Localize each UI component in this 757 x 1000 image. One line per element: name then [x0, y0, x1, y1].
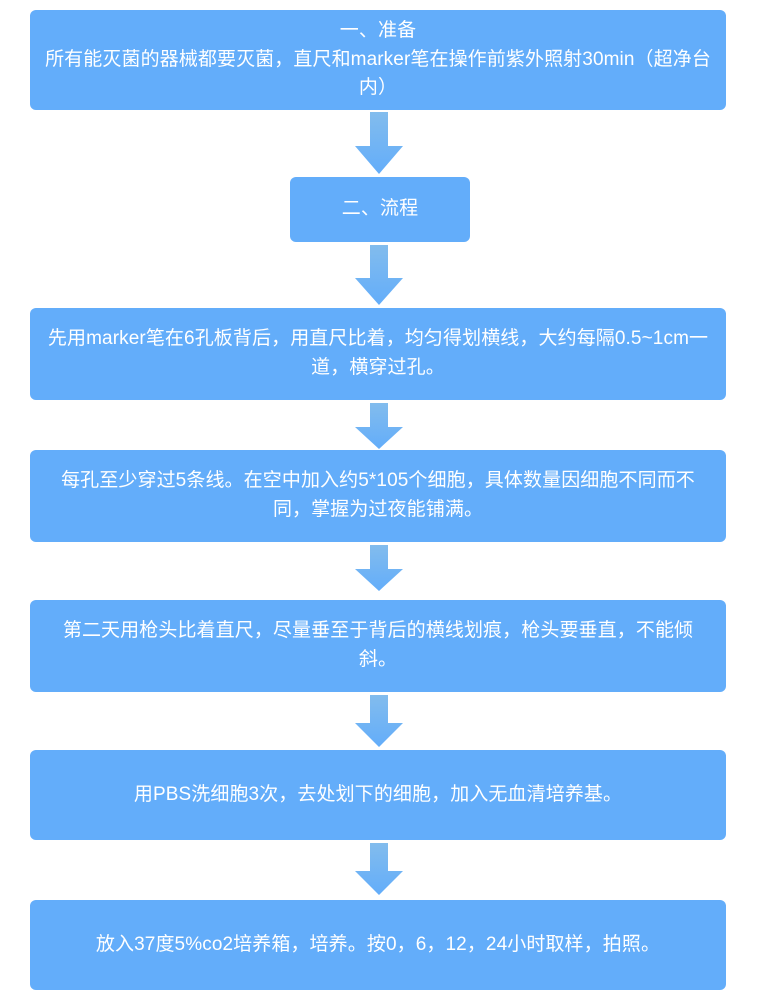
- node-preparation[interactable]: 一、准备 所有能灭菌的器械都要灭菌，直尺和marker笔在操作前紫外照射30mi…: [30, 10, 726, 110]
- node-process-header[interactable]: 二、流程: [290, 177, 470, 242]
- arrow-step-2-to-step-3: [355, 545, 403, 591]
- arrow-process-to-step-1: [355, 245, 403, 305]
- arrow-step-1-to-step-2: [355, 403, 403, 449]
- node-step-draw-lines[interactable]: 先用marker笔在6孔板背后，用直尺比着，均匀得划横线，大约每隔0.5~1cm…: [30, 308, 726, 400]
- node-step-wash-pbs[interactable]: 用PBS洗细胞3次，去处划下的细胞，加入无血清培养基。: [30, 750, 726, 840]
- node-step-incubate[interactable]: 放入37度5%co2培养箱，培养。按0，6，12，24小时取样，拍照。: [30, 900, 726, 990]
- node-step-seed-cells[interactable]: 每孔至少穿过5条线。在空中加入约5*105个细胞，具体数量因细胞不同而不同，掌握…: [30, 450, 726, 542]
- arrow-step-3-to-step-4: [355, 695, 403, 747]
- arrow-step-4-to-step-5: [355, 843, 403, 895]
- arrow-preparation-to-process: [355, 112, 403, 174]
- node-step-scratch[interactable]: 第二天用枪头比着直尺，尽量垂至于背后的横线划痕，枪头要垂直，不能倾斜。: [30, 600, 726, 692]
